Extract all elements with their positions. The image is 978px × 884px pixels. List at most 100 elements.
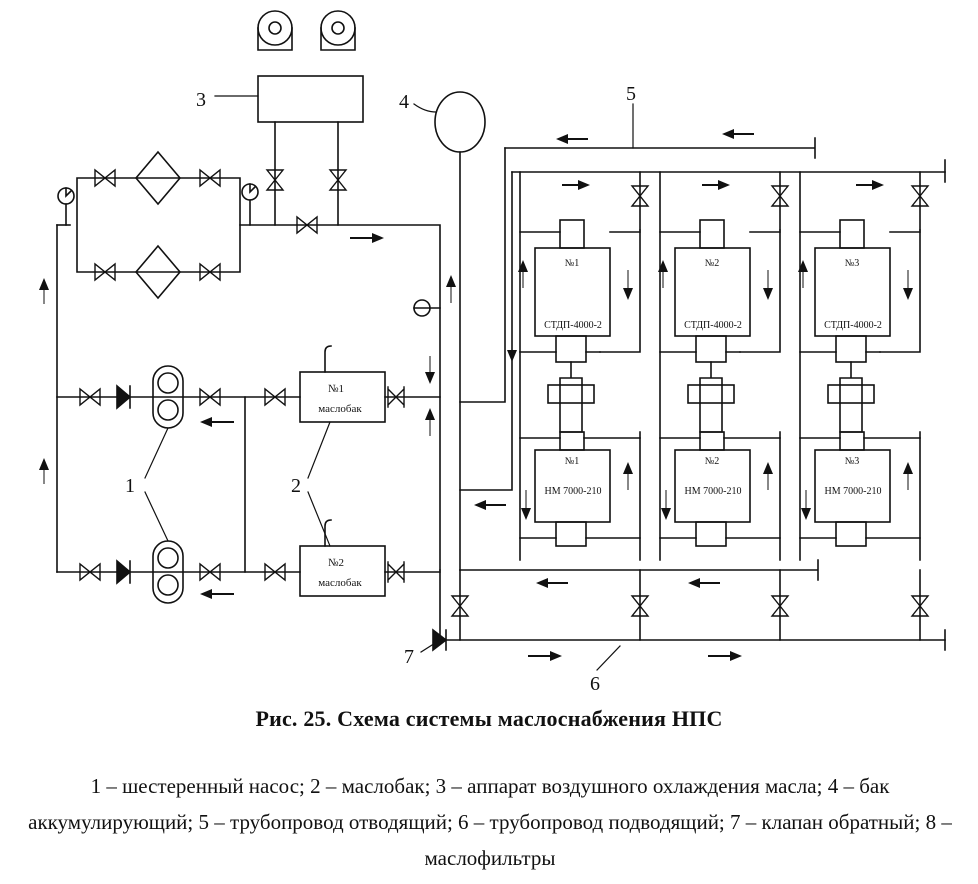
valve-icon — [910, 185, 930, 207]
oil-filters — [134, 150, 182, 300]
arrow-right-icon — [702, 180, 730, 190]
figure-title: Рис. 25. Схема системы маслоснабжения НП… — [255, 706, 723, 731]
arrow-down-icon — [801, 490, 811, 520]
arrow-left-icon — [200, 417, 234, 427]
arrow-up-icon — [658, 260, 668, 288]
arrow-left-icon — [536, 578, 568, 588]
motor-model: СТДП-4000-2 — [684, 320, 742, 331]
arrow-up-icon — [763, 462, 773, 490]
pipelines — [56, 121, 946, 651]
pressure-gauge-icon — [57, 187, 75, 226]
pump-model: НМ 7000-210 — [685, 486, 742, 497]
valve-icon — [264, 562, 286, 582]
callout-7: 7 — [404, 646, 414, 668]
arrow-down-icon — [623, 270, 633, 300]
valve-icon — [79, 387, 101, 407]
arrow-left-icon — [688, 578, 720, 588]
arrow-left-icon — [722, 129, 754, 139]
gear-pumps — [152, 365, 184, 604]
pump-number: №2 — [705, 456, 720, 467]
oil-tank-2: №2 маслобак — [299, 519, 386, 597]
filter-icon — [134, 244, 182, 300]
arrow-left-icon — [474, 500, 506, 510]
valve-icon — [387, 386, 405, 408]
valve-icon — [296, 215, 318, 235]
arrow-up-icon — [425, 408, 435, 436]
valves — [79, 168, 930, 617]
valve-icon — [94, 168, 116, 188]
oil-tank-name: маслобак — [318, 403, 362, 415]
oil-tank-number: №2 — [328, 557, 344, 569]
arrow-left-icon — [200, 589, 234, 599]
arrow-down-icon — [763, 270, 773, 300]
oil-tank-1: №1 маслобак — [299, 345, 386, 423]
check-valve-icon — [116, 559, 132, 585]
arrow-up-icon — [518, 260, 528, 288]
arrow-up-icon — [39, 278, 49, 304]
unit-3: №3 СТДП-4000-2 №3 НМ 7000-210 — [799, 219, 921, 547]
arrow-up-icon — [623, 462, 633, 490]
flow-arrows — [39, 129, 913, 661]
callouts — [144, 95, 634, 671]
fan-icon — [320, 10, 356, 51]
arrow-left-icon — [556, 134, 588, 144]
arrow-right-icon — [350, 233, 384, 243]
valve-icon — [450, 595, 470, 617]
valve-icon — [770, 595, 790, 617]
motor-number: №2 — [705, 258, 720, 269]
pump-number: №3 — [845, 456, 860, 467]
filter-icon — [134, 150, 182, 206]
oil-tank-number: №1 — [328, 383, 344, 395]
motor-number: №1 — [565, 258, 580, 269]
valve-icon — [79, 562, 101, 582]
valve-icon — [199, 168, 221, 188]
oil-supply-scheme: №1 маслобак №2 маслобак №1 СТДП-4000-2 №… — [39, 10, 946, 695]
unit-2: №2 СТДП-4000-2 №2 НМ 7000-210 — [659, 219, 781, 547]
pressure-gauge-icon — [241, 183, 259, 226]
air-cooler — [257, 75, 364, 123]
arrow-right-icon — [856, 180, 884, 190]
callout-6: 6 — [590, 673, 600, 695]
valve-icon — [770, 185, 790, 207]
arrow-up-icon — [446, 275, 456, 303]
motor-number: №3 — [845, 258, 860, 269]
accumulator-tank — [434, 91, 486, 153]
valve-icon — [910, 595, 930, 617]
arrow-down-icon — [425, 356, 435, 384]
valve-icon — [199, 562, 221, 582]
valve-icon — [265, 169, 285, 191]
valve-icon — [264, 387, 286, 407]
valve-icon — [199, 387, 221, 407]
arrow-down-icon — [903, 270, 913, 300]
arrow-down-icon — [661, 490, 671, 520]
arrow-down-icon — [507, 334, 517, 362]
callout-1: 1 — [125, 475, 135, 497]
pressure-gauge-icon — [413, 299, 441, 317]
valve-icon — [387, 561, 405, 583]
check-valve-icon — [116, 384, 132, 410]
arrow-right-icon — [562, 180, 590, 190]
arrow-up-icon — [39, 458, 49, 484]
callout-4: 4 — [399, 91, 409, 113]
fan-icon — [257, 10, 293, 51]
arrow-up-icon — [798, 260, 808, 288]
valve-icon — [630, 595, 650, 617]
callout-5: 5 — [626, 83, 636, 105]
arrow-down-icon — [521, 490, 531, 520]
air-cooler-unit — [257, 10, 364, 123]
pump-number: №1 — [565, 456, 580, 467]
motor-model: СТДП-4000-2 — [824, 320, 882, 331]
valve-icon — [328, 169, 348, 191]
callout-2: 2 — [291, 475, 301, 497]
oil-tank-name: маслобак — [318, 577, 362, 589]
pressure-gauges — [57, 183, 441, 317]
pump-model: НМ 7000-210 — [545, 486, 602, 497]
valve-icon — [199, 262, 221, 282]
arrow-right-icon — [708, 651, 742, 661]
pump-model: НМ 7000-210 — [825, 486, 882, 497]
unit-1: №1 СТДП-4000-2 №1 НМ 7000-210 — [519, 219, 641, 547]
callout-3: 3 — [196, 89, 206, 111]
valve-icon — [630, 185, 650, 207]
motor-model: СТДП-4000-2 — [544, 320, 602, 331]
callout-numbers: 3 4 5 1 2 7 6 — [125, 83, 636, 695]
